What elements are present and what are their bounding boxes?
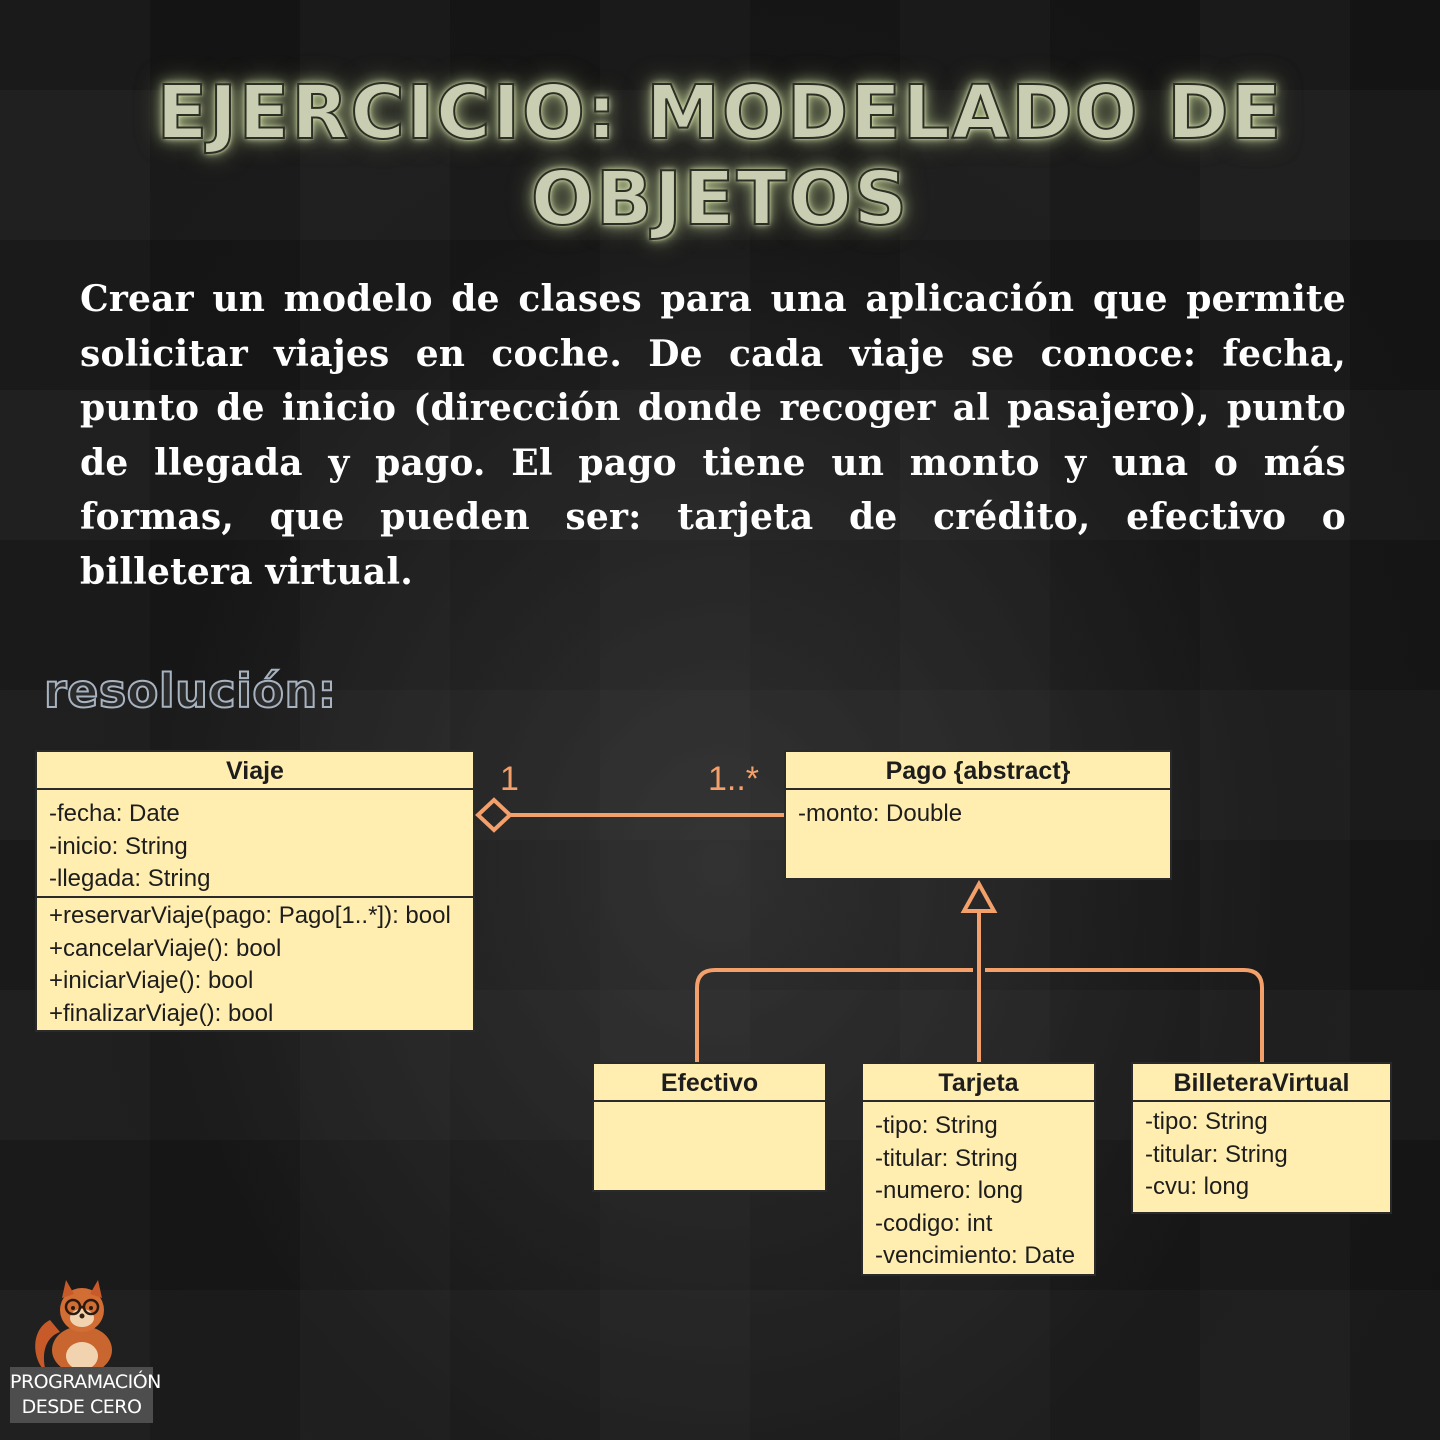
attributes-compartment: -fecha: Date -inicio: String -llegada: S… bbox=[37, 790, 473, 898]
class-efectivo: Efectivo bbox=[592, 1062, 827, 1192]
attribute: -titular: String bbox=[875, 1144, 1018, 1172]
class-name: Tarjeta bbox=[863, 1064, 1094, 1102]
attribute: -tipo: String bbox=[875, 1112, 998, 1139]
method: +cancelarViaje(): bool bbox=[49, 934, 282, 962]
class-viaje: Viaje -fecha: Date -inicio: String -lleg… bbox=[35, 750, 475, 1032]
attribute: -monto: Double bbox=[798, 800, 963, 827]
method: +reservarViaje(pago: Pago[1..*]): bool bbox=[49, 902, 451, 929]
class-name: Efectivo bbox=[594, 1064, 825, 1102]
brand-label-line1: PROGRAMACIÓN bbox=[10, 1371, 161, 1393]
attribute: -codigo: int bbox=[875, 1209, 993, 1237]
page-title: EJERCICIO: MODELADO DE OBJETOS bbox=[156, 69, 1284, 243]
attribute: -cvu: long bbox=[1145, 1173, 1250, 1200]
class-billetera-virtual: BilleteraVirtual -tipo: String -titular:… bbox=[1131, 1062, 1392, 1214]
attribute: -titular: String bbox=[1145, 1140, 1288, 1168]
class-name: Pago {abstract} bbox=[786, 752, 1170, 790]
attribute: -llegada: String bbox=[49, 865, 211, 892]
attributes-compartment bbox=[594, 1102, 825, 1116]
attribute: -inicio: String bbox=[49, 832, 188, 860]
attribute: -fecha: Date bbox=[49, 800, 180, 827]
squirrel-logo-icon bbox=[35, 1280, 112, 1374]
attribute: -numero: long bbox=[875, 1177, 1024, 1204]
class-name: Viaje bbox=[37, 752, 473, 790]
attributes-compartment: -monto: Double bbox=[786, 790, 1170, 837]
resolution-label: resolución: bbox=[43, 663, 337, 719]
attribute: -vencimiento: Date bbox=[875, 1242, 1076, 1269]
method: +iniciarViaje(): bool bbox=[49, 967, 254, 994]
brand-label-line2: DESDE CERO bbox=[21, 1396, 142, 1418]
exercise-statement: Crear un modelo de clases para una aplic… bbox=[80, 278, 1346, 593]
attribute: -tipo: String bbox=[1145, 1108, 1268, 1135]
inheritance-branch-efectivo bbox=[695, 968, 973, 1063]
class-pago: Pago {abstract} -monto: Double bbox=[784, 750, 1172, 880]
class-tarjeta: Tarjeta -tipo: String -titular: String -… bbox=[861, 1062, 1096, 1276]
aggregation-diamond-icon bbox=[475, 797, 513, 833]
class-name: BilleteraVirtual bbox=[1133, 1064, 1390, 1102]
method: +finalizarViaje(): bool bbox=[49, 999, 274, 1027]
inheritance-branch-billetera bbox=[985, 968, 1264, 1063]
multiplicity-viaje: 1 bbox=[500, 760, 519, 798]
attributes-compartment: -tipo: String -titular: String -cvu: lon… bbox=[1133, 1102, 1390, 1210]
inheritance-triangle-icon bbox=[960, 879, 998, 913]
attributes-compartment: -tipo: String -titular: String -numero: … bbox=[863, 1102, 1094, 1279]
methods-compartment: +reservarViaje(pago: Pago[1..*]): bool +… bbox=[37, 898, 473, 1036]
brand-label: PROGRAMACIÓN DESDE CERO bbox=[10, 1367, 161, 1423]
multiplicity-pago: 1..* bbox=[708, 760, 760, 798]
